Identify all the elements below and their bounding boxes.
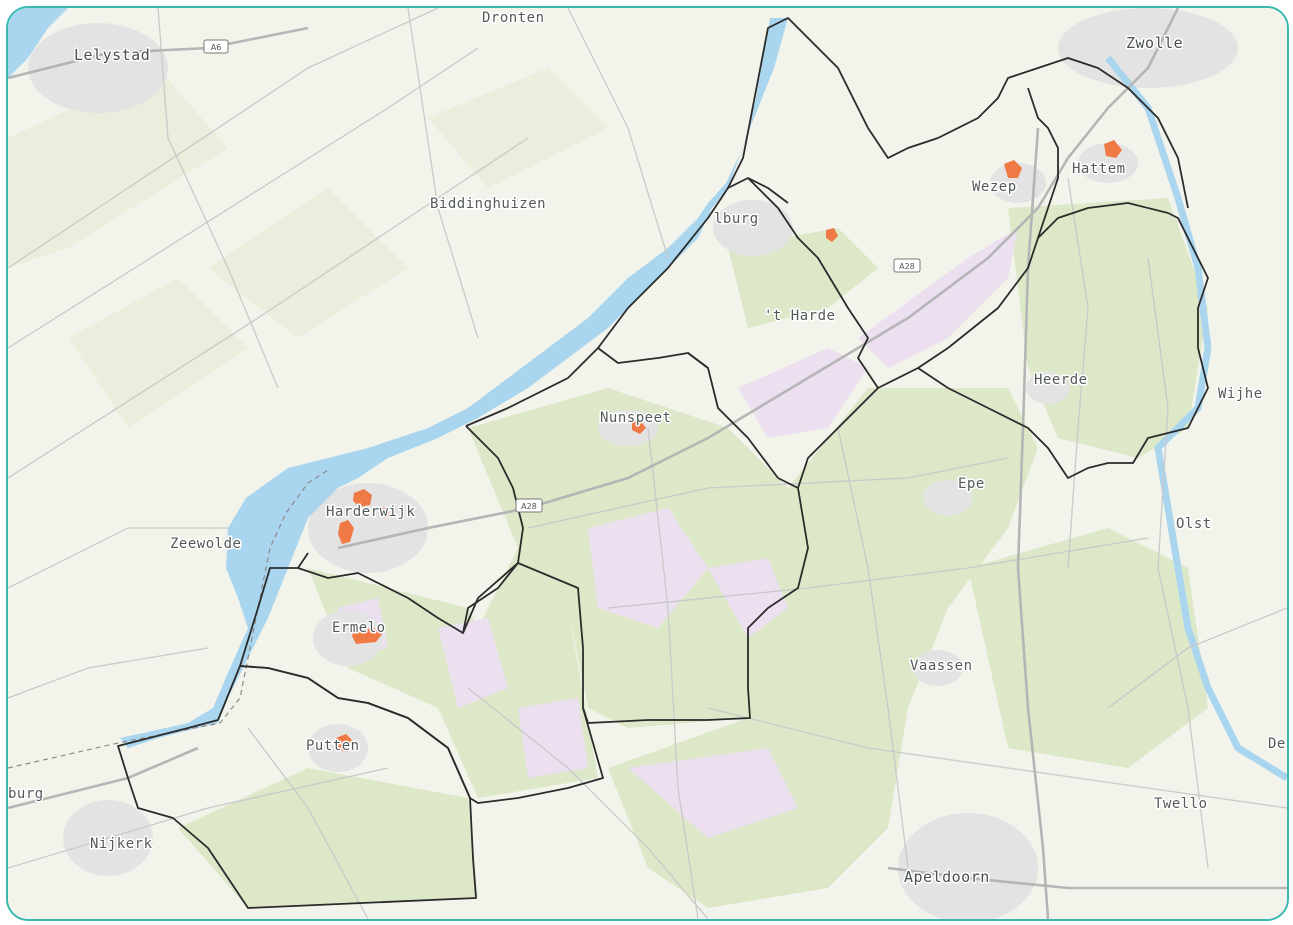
place-labels: Dronten Lelystad Zwolle Biddinghuizen lb… xyxy=(8,9,1287,888)
marker-ermelo xyxy=(352,628,382,644)
road-shield-box xyxy=(203,39,229,54)
location-markers xyxy=(336,140,1122,752)
place-label-nunspeet: Nunspeet xyxy=(600,410,671,426)
municipality-boundaries xyxy=(117,17,1209,909)
marker-putten xyxy=(336,734,354,752)
road-shield-a6: A6 xyxy=(203,39,229,54)
road-shield-a28-south: A28 xyxy=(515,498,543,513)
road-shield-box xyxy=(893,258,921,273)
place-label-de: De xyxy=(1268,736,1286,752)
lake-veluwemeer xyxy=(120,18,788,748)
road-shield-label: A28 xyxy=(899,262,915,271)
place-label-elburg: lburg xyxy=(714,211,759,227)
place-label-t-harde: 't Harde xyxy=(764,308,835,324)
urban-areas xyxy=(28,8,1238,919)
place-label-hattem: Hattem xyxy=(1072,161,1126,177)
place-label-biddinghuizen: Biddinghuizen xyxy=(430,196,546,212)
place-label-ermelo: Ermelo xyxy=(332,620,386,636)
marker-wezep xyxy=(1004,160,1022,178)
marker-harderwijk xyxy=(353,489,372,507)
place-label-putten: Putten xyxy=(306,738,360,754)
place-label-olst: Olst xyxy=(1176,516,1212,532)
place-label-apeldoorn: Apeldoorn xyxy=(904,868,990,886)
map-canvas[interactable]: A6 A28 A28 Dronten Lelystad Zwolle Biddi… xyxy=(8,8,1287,919)
place-label-nijkerk: Nijkerk xyxy=(90,836,153,852)
road-shield-a28-north: A28 xyxy=(893,258,921,273)
marker-harderwijk-3 xyxy=(382,508,390,518)
place-label-zwolle: Zwolle xyxy=(1126,34,1183,52)
place-label-wijhe: Wijhe xyxy=(1218,386,1263,402)
place-label-dronten: Dronten xyxy=(482,10,545,26)
marker-hattem xyxy=(1104,140,1122,158)
minor-roads xyxy=(8,8,1287,919)
place-label-burg: burg xyxy=(8,786,44,802)
lake-ketelmeer xyxy=(8,8,68,78)
place-label-vaassen: Vaassen xyxy=(910,658,973,674)
place-label-zeewolde: Zeewolde xyxy=(170,536,241,552)
place-label-harderwijk: Harderwijk xyxy=(326,504,415,520)
road-shield-box xyxy=(515,498,543,513)
place-label-epe: Epe xyxy=(958,476,985,492)
road-shield-label: A28 xyxy=(521,502,537,511)
marker-elburg-east xyxy=(826,228,838,242)
river-ijssel xyxy=(1105,55,1287,781)
place-label-wezep: Wezep xyxy=(972,179,1017,195)
road-shield-label: A6 xyxy=(211,43,222,52)
place-label-twello: Twello xyxy=(1154,796,1208,812)
place-label-lelystad: Lelystad xyxy=(74,46,150,64)
marker-harderwijk-2 xyxy=(338,520,354,544)
map-frame: A6 A28 A28 Dronten Lelystad Zwolle Biddi… xyxy=(6,6,1289,921)
place-label-heerde: Heerde xyxy=(1034,372,1088,388)
marker-nunspeet xyxy=(632,420,646,434)
farmland-patches xyxy=(8,68,608,428)
